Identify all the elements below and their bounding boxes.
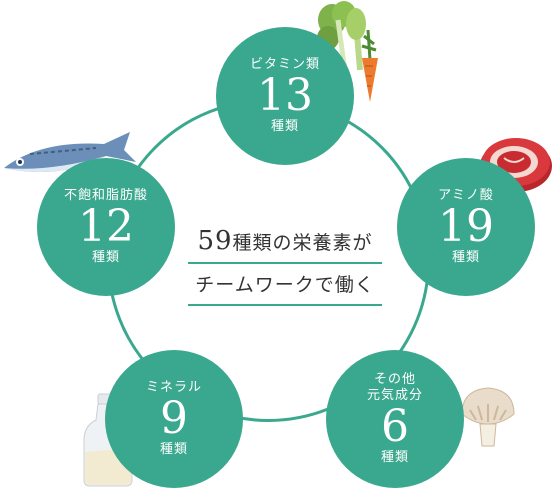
node-amino-acids: アミノ酸 19 種類 <box>397 158 535 296</box>
node-label: 不飽和脂肪酸 <box>63 188 148 203</box>
headline-line-2: チームワークで働く <box>188 264 382 306</box>
mushroom-icon <box>461 387 515 447</box>
node-number: 12 <box>78 201 134 252</box>
node-vitamins: ビタミン類 13 種類 <box>216 27 354 165</box>
node-label: ミネラル <box>145 380 202 395</box>
node-unit: 種類 <box>270 119 299 134</box>
node-unit: 種類 <box>91 250 120 265</box>
headline-count: 59 <box>197 226 233 256</box>
headline-line-1-text: 種類の栄養素が <box>232 232 373 254</box>
node-label: アミノ酸 <box>438 188 494 203</box>
node-other-energy-components: その他 元気成分 6 種類 <box>326 350 464 488</box>
headline-line-1: 59種類の栄養素が <box>188 226 382 264</box>
node-number: 19 <box>438 201 494 252</box>
node-label: ビタミン類 <box>249 57 320 72</box>
node-unit: 種類 <box>159 442 188 457</box>
node-label: その他 元気成分 <box>366 372 423 403</box>
node-unsaturated-fatty-acids: 不飽和脂肪酸 12 種類 <box>37 158 175 296</box>
node-unit: 種類 <box>451 250 480 265</box>
headline: 59種類の栄養素が チームワークで働く <box>188 226 382 306</box>
node-unit: 種類 <box>380 450 409 465</box>
node-number: 6 <box>381 401 409 452</box>
node-minerals: ミネラル 9 種類 <box>105 350 243 488</box>
node-number: 9 <box>160 393 188 444</box>
vegetables-icon <box>317 1 378 102</box>
node-number: 13 <box>257 70 313 121</box>
